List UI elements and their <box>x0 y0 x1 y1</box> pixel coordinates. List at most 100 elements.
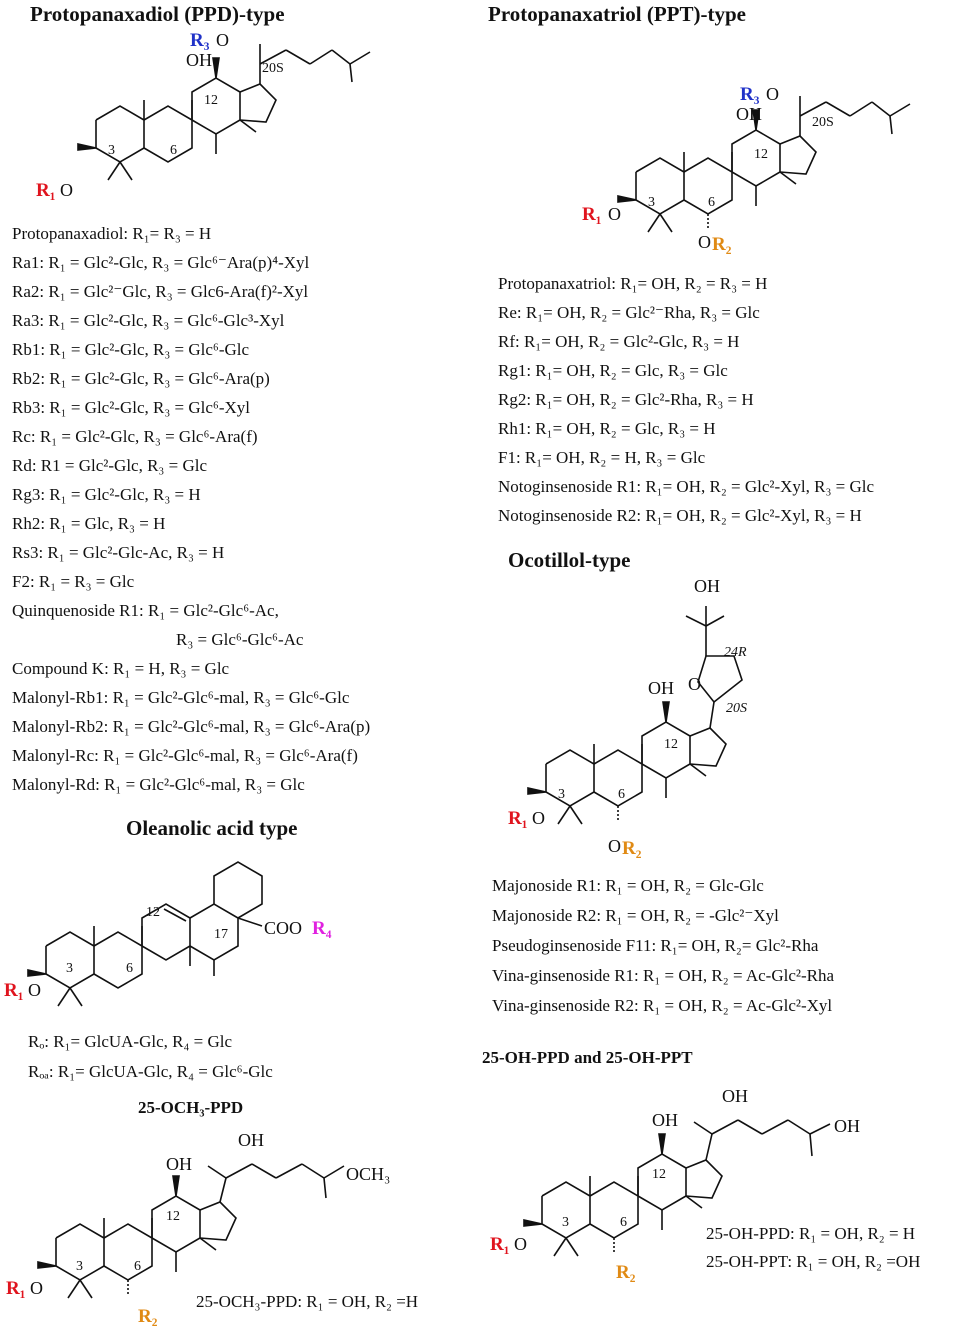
ppd-o20: O <box>216 30 229 50</box>
oco-line: Vina-ginsenoside R1: R₁ = OH, R₂ = Ac-Gl… <box>492 966 835 985</box>
och3-num-12: 12 <box>166 1209 180 1224</box>
ppt-r2: R₂ <box>712 234 732 255</box>
ppd-line: Rc: R₁ = Glc²-Glc, R₃ = Glc⁶-Ara(f) <box>12 427 258 446</box>
ole-num-12: 12 <box>146 905 160 920</box>
ppt-num-12: 12 <box>754 147 768 162</box>
ppd-oh-12: OH <box>186 50 212 70</box>
ppt-line: F1: R₁= OH, R₂ = H, R₃ = Glc <box>498 448 706 467</box>
ole-r1: R₁ <box>4 980 23 1001</box>
och3-title: 25-OCH₃-PPD <box>138 1098 244 1117</box>
och3-oh-12: OH <box>166 1154 192 1174</box>
oco-line: Vina-ginsenoside R2: R₁ = OH, R₂ = Ac-Gl… <box>492 996 833 1015</box>
ole-line: Rₒ: R₁= GlcUA-Glc, R₄ = Glc <box>28 1032 233 1051</box>
och3-num-3: 3 <box>76 1259 83 1274</box>
oco-line: Majonoside R1: R₁ = OH, R₂ = Glc-Glc <box>492 876 764 895</box>
ole-num-17: 17 <box>214 927 228 942</box>
oh25-oh-20: OH <box>722 1086 748 1106</box>
ole-o3: O <box>28 980 41 1000</box>
ppd-num-6: 6 <box>170 143 177 158</box>
och3-r2: R₂ <box>138 1306 158 1327</box>
oco-num-6: 6 <box>618 787 625 802</box>
ppd-line: Malonyl-Rc: R₁ = Glc²-Glc⁶-mal, R₃ = Glc… <box>12 746 358 765</box>
oleanolic-structure: 12 17 COO R₄ 3 6 R₁ O <box>4 861 332 1007</box>
ppt-r3: R₃ <box>740 84 760 105</box>
oco-o-ring: O <box>688 674 701 694</box>
oco-24r: 24R <box>724 645 747 660</box>
ppt-o3: O <box>608 204 621 224</box>
ppd-line: Rg3: R₁ = Glc²-Glc, R₃ = H <box>12 485 201 504</box>
oco-20s: 20S <box>726 701 747 716</box>
ppt-line: Protopanaxatriol: R₁= OH, R₂ = R₃ = H <box>498 274 768 293</box>
ole-line: Rₒₐ: R₁= GlcUA-Glc, R₄ = Glc⁶-Glc <box>28 1062 273 1081</box>
och3-num-6: 6 <box>134 1259 141 1274</box>
oh25-num-12: 12 <box>652 1167 666 1182</box>
och3-r1: R₁ <box>6 1278 25 1299</box>
ppd-title: Protopanaxadiol (PPD)-type <box>30 2 285 26</box>
oh25-r2: R₂ <box>616 1262 636 1283</box>
och3-och3: OCH₃ <box>346 1164 390 1184</box>
ppd-line: Malonyl-Rb2: R₁ = Glc²-Glc⁶-mal, R₃ = Gl… <box>12 717 371 736</box>
ppd-r3: R₃ <box>190 30 210 51</box>
ole-r4: R₄ <box>312 918 332 939</box>
ppd-20s: 20S <box>262 61 284 76</box>
oco-line: Pseudoginsenoside F11: R₁= OH, R₂= Glc²-… <box>492 936 819 955</box>
oco-oh-12: OH <box>648 678 674 698</box>
ppt-title: Protopanaxatriol (PPT)-type <box>488 2 746 26</box>
ppd-line: Rh2: R₁ = Glc, R₃ = H <box>12 514 166 533</box>
ppd-line: Rs3: R₁ = Glc²-Glc-Ac, R₃ = H <box>12 543 225 562</box>
oh25-o3: O <box>514 1234 527 1254</box>
oh25-line: 25-OH-PPD: R₁ = OH, R₂ = H <box>706 1224 916 1243</box>
oco-o6: O <box>608 836 621 856</box>
ppt-line: Rg2: R₁= OH, R₂ = Glc²-Rha, R₃ = H <box>498 390 754 409</box>
ppd-line: Quinquenoside R1: R₁ = Glc²-Glc⁶-Ac, <box>12 601 279 620</box>
ppt-line: Re: R₁= OH, R₂ = Glc²⁻Rha, R₃ = Glc <box>498 303 760 322</box>
oco-o3: O <box>532 808 545 828</box>
ppt-line: Notoginsenoside R1: R₁= OH, R₂ = Glc²-Xy… <box>498 477 875 496</box>
oh25-num-6: 6 <box>620 1215 627 1230</box>
ppd-r1: R₁ <box>36 180 55 201</box>
ppd-line: Malonyl-Rb1: R₁ = Glc²-Glc⁶-mal, R₃ = Gl… <box>12 688 350 707</box>
ppt-r1: R₁ <box>582 204 601 225</box>
oco-num-3: 3 <box>558 787 565 802</box>
ppd-structure: OH R₃ O 20S 12 3 6 R₁ O <box>36 30 371 201</box>
ppt-oh-12: OH <box>736 104 762 124</box>
ppt-o20: O <box>766 84 779 104</box>
och3-structure: OH OCH₃ OH 12 3 6 R₁ O R₂ <box>6 1130 390 1327</box>
oco-oh-top: OH <box>694 576 720 596</box>
och3-oh-20: OH <box>238 1130 264 1150</box>
ppd-line: Ra3: R₁ = Glc²-Glc, R₃ = Glc⁶-Glc³-Xyl <box>12 311 285 330</box>
ppt-num-3: 3 <box>648 195 655 210</box>
ppt-line: Notoginsenoside R2: R₁= OH, R₂ = Glc²-Xy… <box>498 506 862 525</box>
ppd-line: Malonyl-Rd: R₁ = Glc²-Glc⁶-mal, R₃ = Glc <box>12 775 305 794</box>
ppt-o6: O <box>698 232 711 252</box>
oh25-structure: OH OH OH 12 3 6 R₁ O R₂ <box>490 1086 860 1283</box>
oleanolic-title: Oleanolic acid type <box>126 816 298 840</box>
oco-num-12: 12 <box>664 737 678 752</box>
ppd-line: R₃ = Glc⁶-Glc⁶-Ac <box>176 630 304 649</box>
ocotillol-structure: OH 24R O 20S OH 12 3 6 R₁ O O R₂ <box>508 576 747 859</box>
ppt-structure: OH R₃ O 20S 12 3 6 R₁ O O R₂ <box>582 84 911 255</box>
oh25-title: 25-OH-PPD and 25-OH-PPT <box>482 1048 693 1067</box>
ppt-line: Rf: R₁= OH, R₂ = Glc²-Glc, R₃ = H <box>498 332 740 351</box>
ppd-line: F2: R₁ = R₃ = Glc <box>12 572 135 591</box>
ppt-20s: 20S <box>812 115 834 130</box>
ole-coo: COO <box>264 918 302 938</box>
ppd-line: Compound K: R₁ = H, R₃ = Glc <box>12 659 230 678</box>
ppt-line: Rg1: R₁= OH, R₂ = Glc, R₃ = Glc <box>498 361 728 380</box>
oh25-oh-25: OH <box>834 1116 860 1136</box>
ppd-o3: O <box>60 180 73 200</box>
ocotillol-title: Ocotillol-type <box>508 548 631 572</box>
ppd-line: Rb1: R₁ = Glc²-Glc, R₃ = Glc⁶-Glc <box>12 340 250 359</box>
ppd-line: Ra2: R₁ = Glc²⁻Glc, R₃ = Glc6-Ara(f)²-Xy… <box>12 282 309 301</box>
oh25-r1: R₁ <box>490 1234 509 1255</box>
oco-r2: R₂ <box>622 838 642 859</box>
ole-num-6: 6 <box>126 961 133 976</box>
ppd-line: Protopanaxadiol: R₁= R₃ = H <box>12 224 212 243</box>
oco-r1: R₁ <box>508 808 527 829</box>
ppt-line: Rh1: R₁= OH, R₂ = Glc, R₃ = H <box>498 419 716 438</box>
och3-o3: O <box>30 1278 43 1298</box>
oh25-line: 25-OH-PPT: R₁ = OH, R₂ =OH <box>706 1252 921 1271</box>
ppd-num-12: 12 <box>204 93 218 108</box>
ppt-num-6: 6 <box>708 195 715 210</box>
